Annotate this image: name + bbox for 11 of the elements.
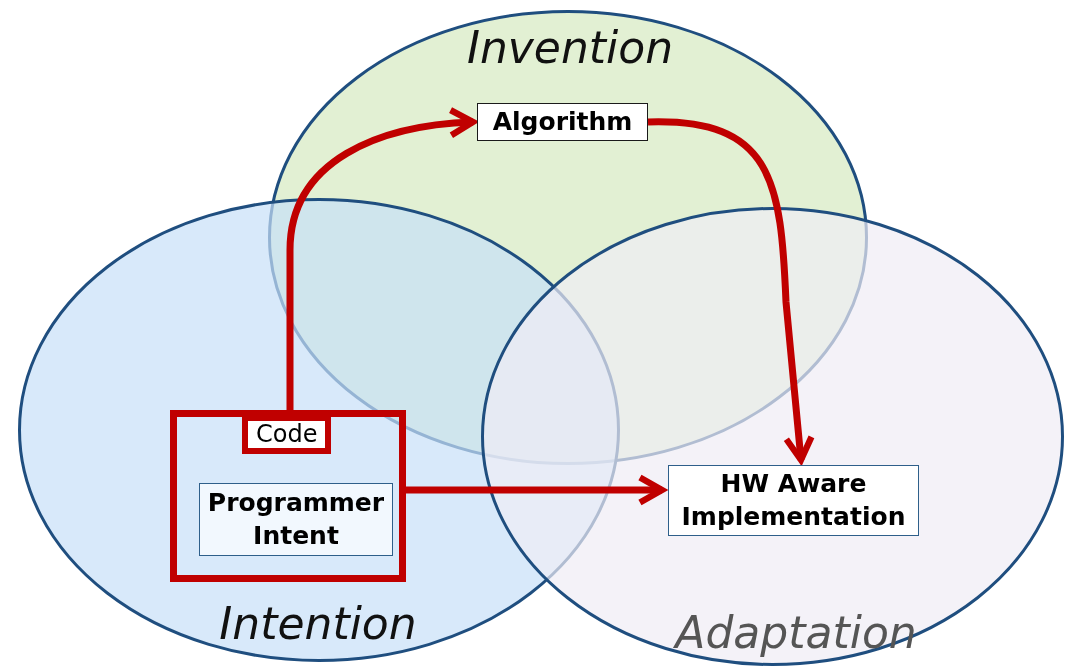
code-tab-label: Code xyxy=(242,415,332,454)
set-label: Invention xyxy=(466,22,674,73)
code-frame xyxy=(170,410,406,582)
process-box: Algorithm xyxy=(477,103,648,141)
set-label: Intention xyxy=(219,598,417,649)
arrow xyxy=(406,474,666,506)
process-box: Programmer Intent xyxy=(199,483,393,556)
arrow xyxy=(647,118,815,464)
set-label: Adaptation xyxy=(675,607,917,658)
arrow xyxy=(286,107,477,410)
process-box: HW Aware Implementation xyxy=(668,465,919,536)
